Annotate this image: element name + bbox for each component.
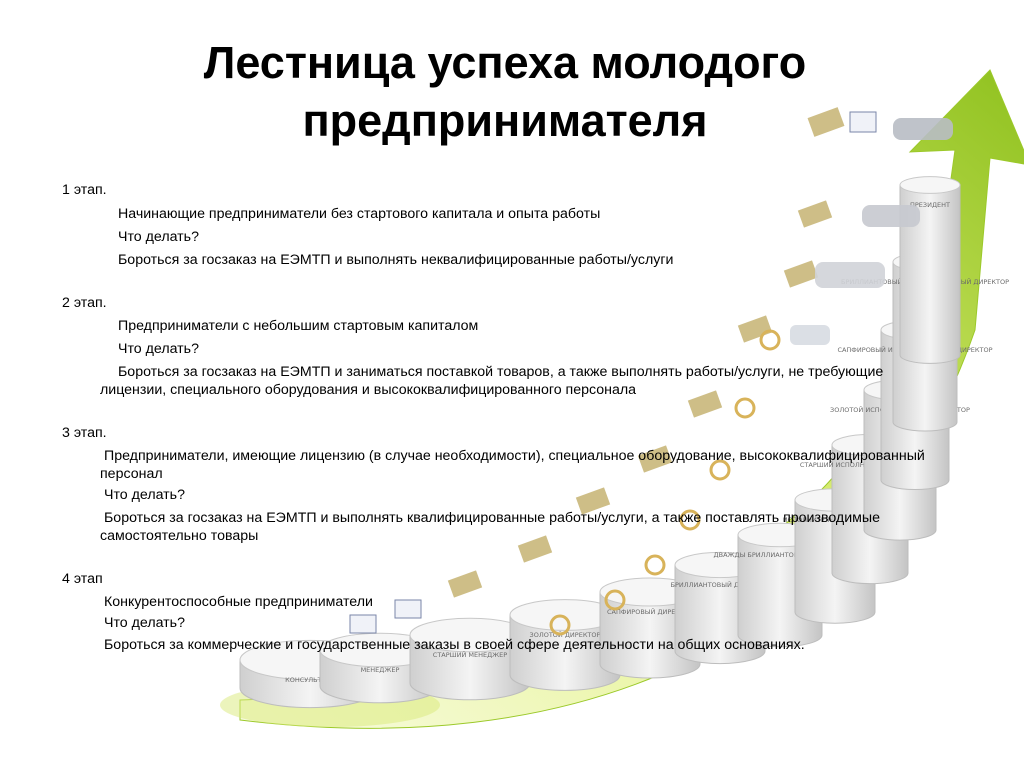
stage-1-label: 1 этап.	[62, 182, 107, 198]
staircase-step-label: ЗОЛОТОЙ ДИРЕКТОР	[530, 630, 601, 639]
stage-1-description: Начинающие предприниматели без стартовог…	[118, 206, 601, 222]
staircase-step-label: МЕНЕДЖЕР	[361, 666, 400, 674]
staircase-step-label: ДВАЖДЫ БРИЛЛИАНТОВЫЙ ДИРЕКТОР	[714, 550, 847, 559]
stage-4-question: Что делать?	[104, 615, 185, 631]
stage-4-description: Конкурентоспособные предприниматели	[104, 594, 373, 610]
staircase-step-label: СТАРШИЙ МЕНЕДЖЕР	[433, 650, 508, 659]
staircase-step-label: ПРЕЗИДЕНТ	[910, 201, 950, 209]
staircase-step-label: САПФИРОВЫЙ ДИРЕКТОР	[607, 607, 693, 616]
stage-1-question: Что делать?	[118, 229, 199, 245]
stage-2-label: 2 этап.	[62, 295, 107, 311]
staircase-step-label: КОНСУЛЬТАНТ	[285, 676, 335, 684]
staircase-step: СТАРШИЙ МЕНЕДЖЕР	[409, 617, 531, 701]
stage-4-label: 4 этап	[62, 571, 103, 587]
stage-3-label: 3 этап.	[62, 425, 107, 441]
staircase-steps: КОНСУЛЬТАНТ МЕНЕДЖЕР СТАРШИЙ МЕНЕДЖЕР ЗОЛОТ…	[239, 176, 1009, 709]
stage-2-answer: Бороться за госзаказ на ЕЭМТП и занимать…	[100, 364, 884, 398]
stage-4-answer: Бороться за коммерческие и государственн…	[104, 637, 805, 653]
stage-2-question: Что делать?	[118, 341, 199, 357]
decor-items	[349, 107, 953, 636]
stage-3-answer: Бороться за госзаказ на ЕЭМТП и выполнят…	[100, 510, 880, 544]
staircase-step-label: БРИЛЛИАНТОВЫЙ ДИРЕКТОР	[670, 580, 769, 589]
stage-3-question: Что делать?	[104, 487, 185, 503]
stage-1-answer: Бороться за госзаказ на ЕЭМТП и выполнят…	[118, 252, 674, 268]
staircase-step: ЗОЛОТОЙ ДИРЕКТОР	[509, 599, 621, 691]
stage-2-description: Предприниматели с небольшим стартовым ка…	[118, 318, 479, 334]
staircase-step: ПРЕЗИДЕНТ	[899, 176, 961, 364]
stage-3-description: Предприниматели, имеющие лицензию (в слу…	[100, 448, 925, 482]
slide-title: Лестница успеха молодого предпринимателя	[203, 37, 807, 146]
